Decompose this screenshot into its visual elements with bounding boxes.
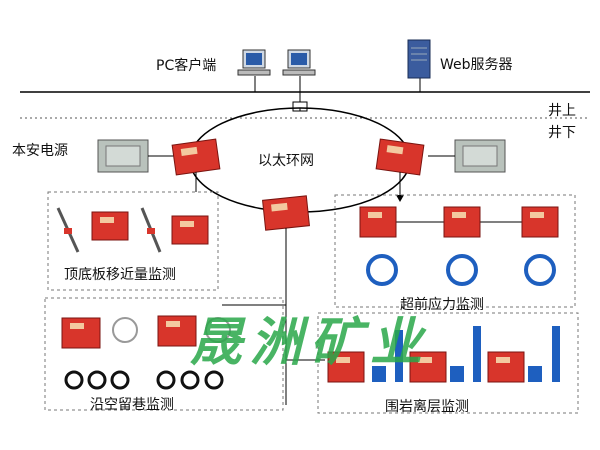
ring-switch bbox=[171, 138, 221, 176]
stress-sensor-coil-icon bbox=[524, 254, 556, 286]
monitor-device bbox=[61, 317, 101, 349]
monitor-device bbox=[171, 215, 209, 245]
monitor-device bbox=[443, 206, 481, 238]
roof-floor-label: 顶底板移近量监测 bbox=[64, 267, 176, 283]
surrounding-rock-label: 围岩离层监测 bbox=[385, 399, 469, 415]
monitor-device bbox=[327, 351, 365, 383]
monitor-device bbox=[157, 315, 197, 347]
advance-stress-box bbox=[334, 194, 576, 308]
cable-coil-icon bbox=[205, 317, 231, 343]
power-supply-icon bbox=[454, 139, 506, 173]
web-server-label: Web服务器 bbox=[440, 57, 513, 73]
ring-switch bbox=[262, 195, 310, 231]
zone-below-label: 井下 bbox=[548, 125, 576, 141]
extensometer-icons bbox=[372, 326, 560, 382]
monitor-device bbox=[91, 211, 129, 241]
roof-floor-box bbox=[47, 191, 219, 291]
advance-stress-label: 超前应力监测 bbox=[400, 297, 484, 313]
gob-roadway-label: 沿空留巷监测 bbox=[90, 397, 174, 413]
pc-icon bbox=[237, 49, 271, 76]
monitor-device bbox=[359, 206, 397, 238]
monitor-device bbox=[409, 351, 447, 383]
stress-sensor-coil-icon bbox=[446, 254, 478, 286]
ring-label: 以太环网 bbox=[258, 153, 314, 169]
cable-coil-icon bbox=[112, 317, 138, 343]
stress-sensor-coil-icon bbox=[366, 254, 398, 286]
pc-icon bbox=[282, 49, 316, 76]
gob-roadway-box bbox=[44, 297, 284, 411]
pc-client-label: PC客户端 bbox=[156, 58, 217, 74]
monitor-device bbox=[521, 206, 559, 238]
power-supply-label: 本安电源 bbox=[12, 143, 68, 159]
watermark: 晟洲矿业 bbox=[190, 312, 431, 373]
monitor-device bbox=[487, 351, 525, 383]
zone-above-label: 井上 bbox=[548, 103, 576, 119]
anchor-sensor-icons bbox=[64, 370, 224, 390]
server-icon bbox=[407, 39, 431, 79]
ring-switch bbox=[375, 138, 425, 176]
power-supply-icon bbox=[97, 139, 149, 173]
